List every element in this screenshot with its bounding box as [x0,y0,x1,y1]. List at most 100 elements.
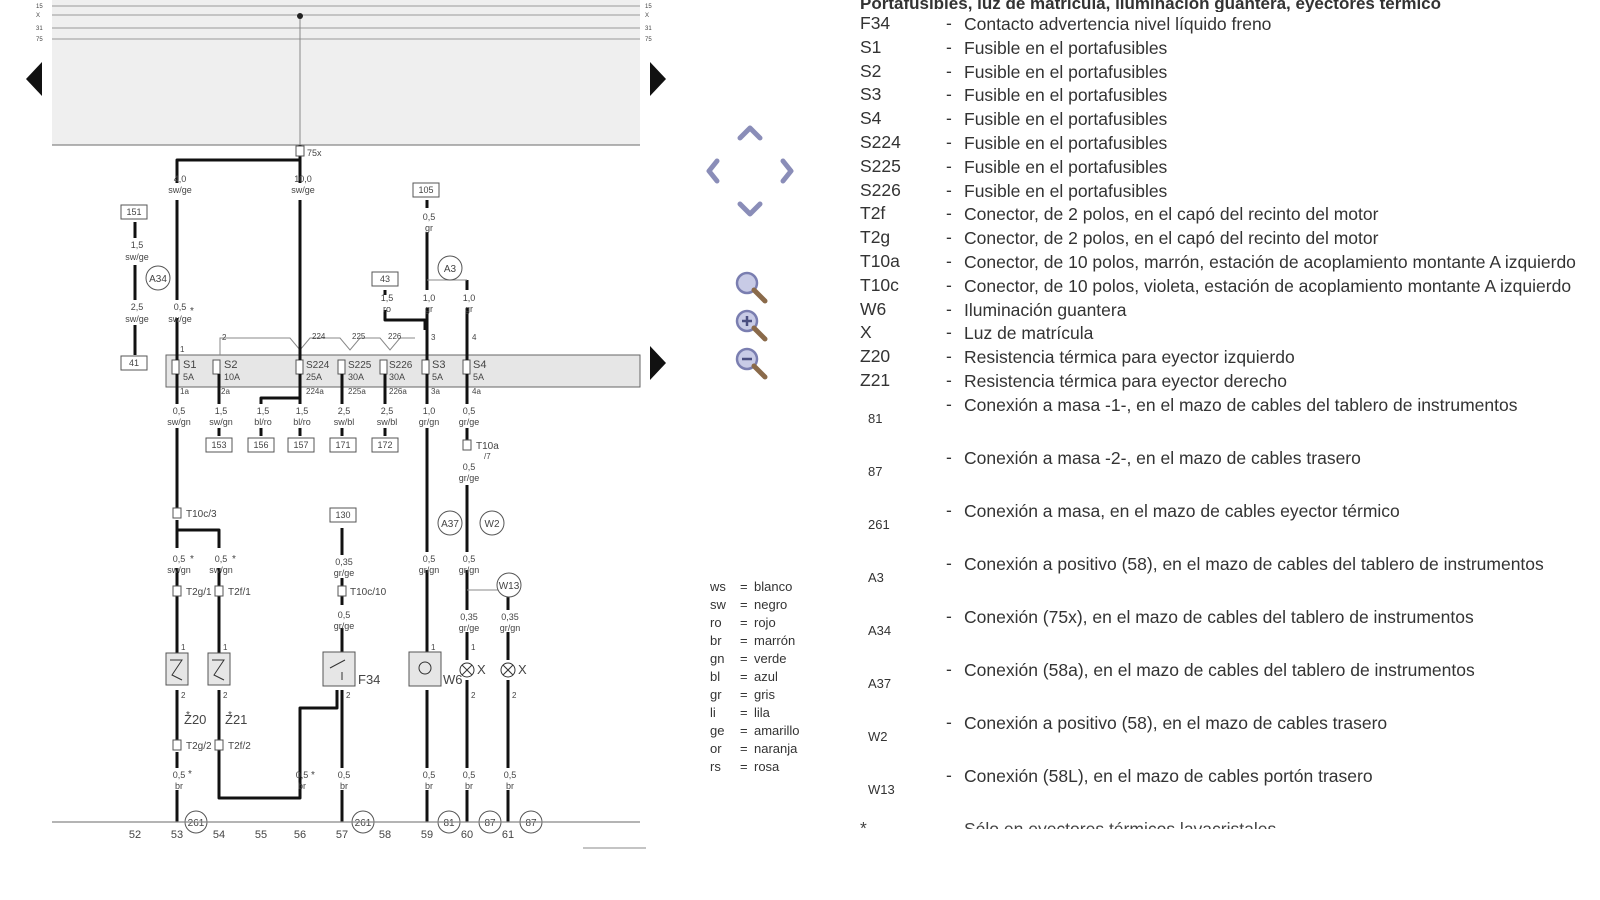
svg-text:53: 53 [171,829,183,841]
svg-text:57: 57 [336,829,348,841]
svg-text:0,5: 0,5 [215,554,228,564]
svg-text:61: 61 [502,829,514,841]
fuse-s2-label: S2 [224,359,237,371]
svg-text:2: 2 [471,691,476,700]
fuse-pin-labels: 1 2 224 225 226 3 4 1a 2a 224a 225a 226a… [180,332,481,396]
pin-226a: 226a [389,387,407,396]
component-labels: Z20 Z21 F34 W6 X X T10c/3 T2g/1 T2f/1 T1… [184,148,527,752]
svg-text:gr/ge: gr/ge [459,417,480,427]
ref-w2: W2 [485,519,500,530]
fuse-s3-label: S3 [432,359,445,371]
next-page-arrow[interactable] [650,62,666,96]
zoom-fit-icon[interactable] [735,271,768,304]
color-key-row: br=marrón [710,633,796,648]
label-x-left: X [477,662,486,677]
pin-224: 224 [312,332,326,341]
svg-text:*: * [190,554,194,565]
bus-label-left-15: 15 [36,4,43,10]
ref-172: 172 [377,440,392,450]
legend-row: S2-Fusible en el portafusibles [860,60,1168,82]
pin-225: 225 [352,332,366,341]
svg-text:sw/ge: sw/ge [168,314,192,324]
ref-153: 153 [211,440,226,450]
bus-label-right-15: 15 [645,4,652,10]
bus-label-right-75: 75 [645,37,652,43]
ground-261-right: 261 [355,818,372,829]
pin-2a: 2a [221,387,230,396]
ref-171: 171 [335,440,350,450]
svg-text:1,0: 1,0 [423,293,436,303]
bus-area-background [52,0,640,145]
svg-text:br: br [506,781,514,791]
svg-text:gr/gn: gr/gn [459,565,480,575]
pan-right-icon[interactable] [780,158,794,184]
ref-43: 43 [380,274,390,284]
footnote-row: *Sólo en eyectores térmicos lavacristale… [860,817,1277,829]
next-page-arrow-lower[interactable] [650,346,666,380]
svg-text:0,35: 0,35 [501,612,519,622]
svg-text:2: 2 [223,691,228,700]
star-marks: * * * * * * * [186,306,315,781]
legend-row: Z20-Resistencia térmica para eyector izq… [860,346,1295,368]
pin-4a: 4a [472,387,481,396]
pan-left-icon[interactable] [706,158,720,184]
color-key-row: ro=rojo [710,615,776,630]
reference-boxes: 151 41 105 43 153 156 157 171 172 130 [120,182,440,523]
fuse-s225-amp: 30A [348,372,364,382]
pan-down-icon[interactable] [737,201,763,217]
pan-up-icon[interactable] [737,125,763,141]
fuse-s3-amp: 5A [432,372,443,382]
zoom-out-icon[interactable] [735,347,768,380]
ref-a34: A34 [149,274,167,285]
svg-text:2,5: 2,5 [131,302,144,312]
svg-text:0,5: 0,5 [504,770,517,780]
zoom-in-icon[interactable] [735,309,768,342]
label-t10a: T10a [476,441,499,452]
color-key-row: gr=gris [710,687,775,702]
svg-text:0,5: 0,5 [296,770,309,780]
label-t10c3: T10c/3 [186,509,217,520]
svg-text:gr: gr [425,223,433,233]
component-pin-labels: 1 2 1 2 2 1 1 2 2 [181,643,517,700]
svg-text:0,5: 0,5 [463,462,476,472]
svg-text:gr/gn: gr/gn [419,565,440,575]
fuse-s1-label: S1 [183,359,196,371]
svg-text:*: * [228,710,232,721]
pan-control [706,125,794,217]
ground-87-right: 87 [525,818,537,829]
svg-text:*: * [311,770,315,781]
color-key-row: ge=amarillo [710,723,800,738]
ground-legend-row: 261-Conexión a masa, en el mazo de cable… [868,499,1400,532]
ref-w13: W13 [499,581,520,592]
svg-text:60: 60 [461,829,473,841]
svg-text:0,5: 0,5 [423,212,436,222]
previous-page-arrow[interactable] [26,62,42,96]
component-x-right [500,662,516,678]
pin-4: 4 [472,333,477,342]
ref-a3: A3 [444,264,457,275]
component-z21 [207,652,231,686]
svg-text:br: br [425,781,433,791]
svg-text:gr: gr [465,304,473,314]
legend-row: S226-Fusible en el portafusibles [860,179,1168,201]
zoom-tools [735,271,768,380]
svg-text:ro: ro [383,304,391,314]
svg-text:0,5: 0,5 [423,554,436,564]
svg-text:sw/gn: sw/gn [167,417,191,427]
ground-legend-row: A37-Conexión (58a), en el mazo de cables… [868,658,1475,691]
wires [133,145,510,822]
pin-225a: 225a [348,387,366,396]
ref-a37: A37 [441,519,459,530]
svg-text:sw/gn: sw/gn [209,417,233,427]
svg-text:2: 2 [346,691,351,700]
svg-text:sw/bl: sw/bl [377,417,398,427]
svg-text:0,5: 0,5 [173,554,186,564]
ground-legend-row: 87-Conexión a masa -2-, en el mazo de ca… [868,446,1361,479]
ref-41: 41 [129,358,139,368]
svg-text:sw/ge: sw/ge [125,252,149,262]
svg-text:1,0: 1,0 [423,406,436,416]
color-key-row: ws=blanco [710,579,793,594]
legend-row: S3-Fusible en el portafusibles [860,84,1168,106]
ground-87-left: 87 [484,818,496,829]
